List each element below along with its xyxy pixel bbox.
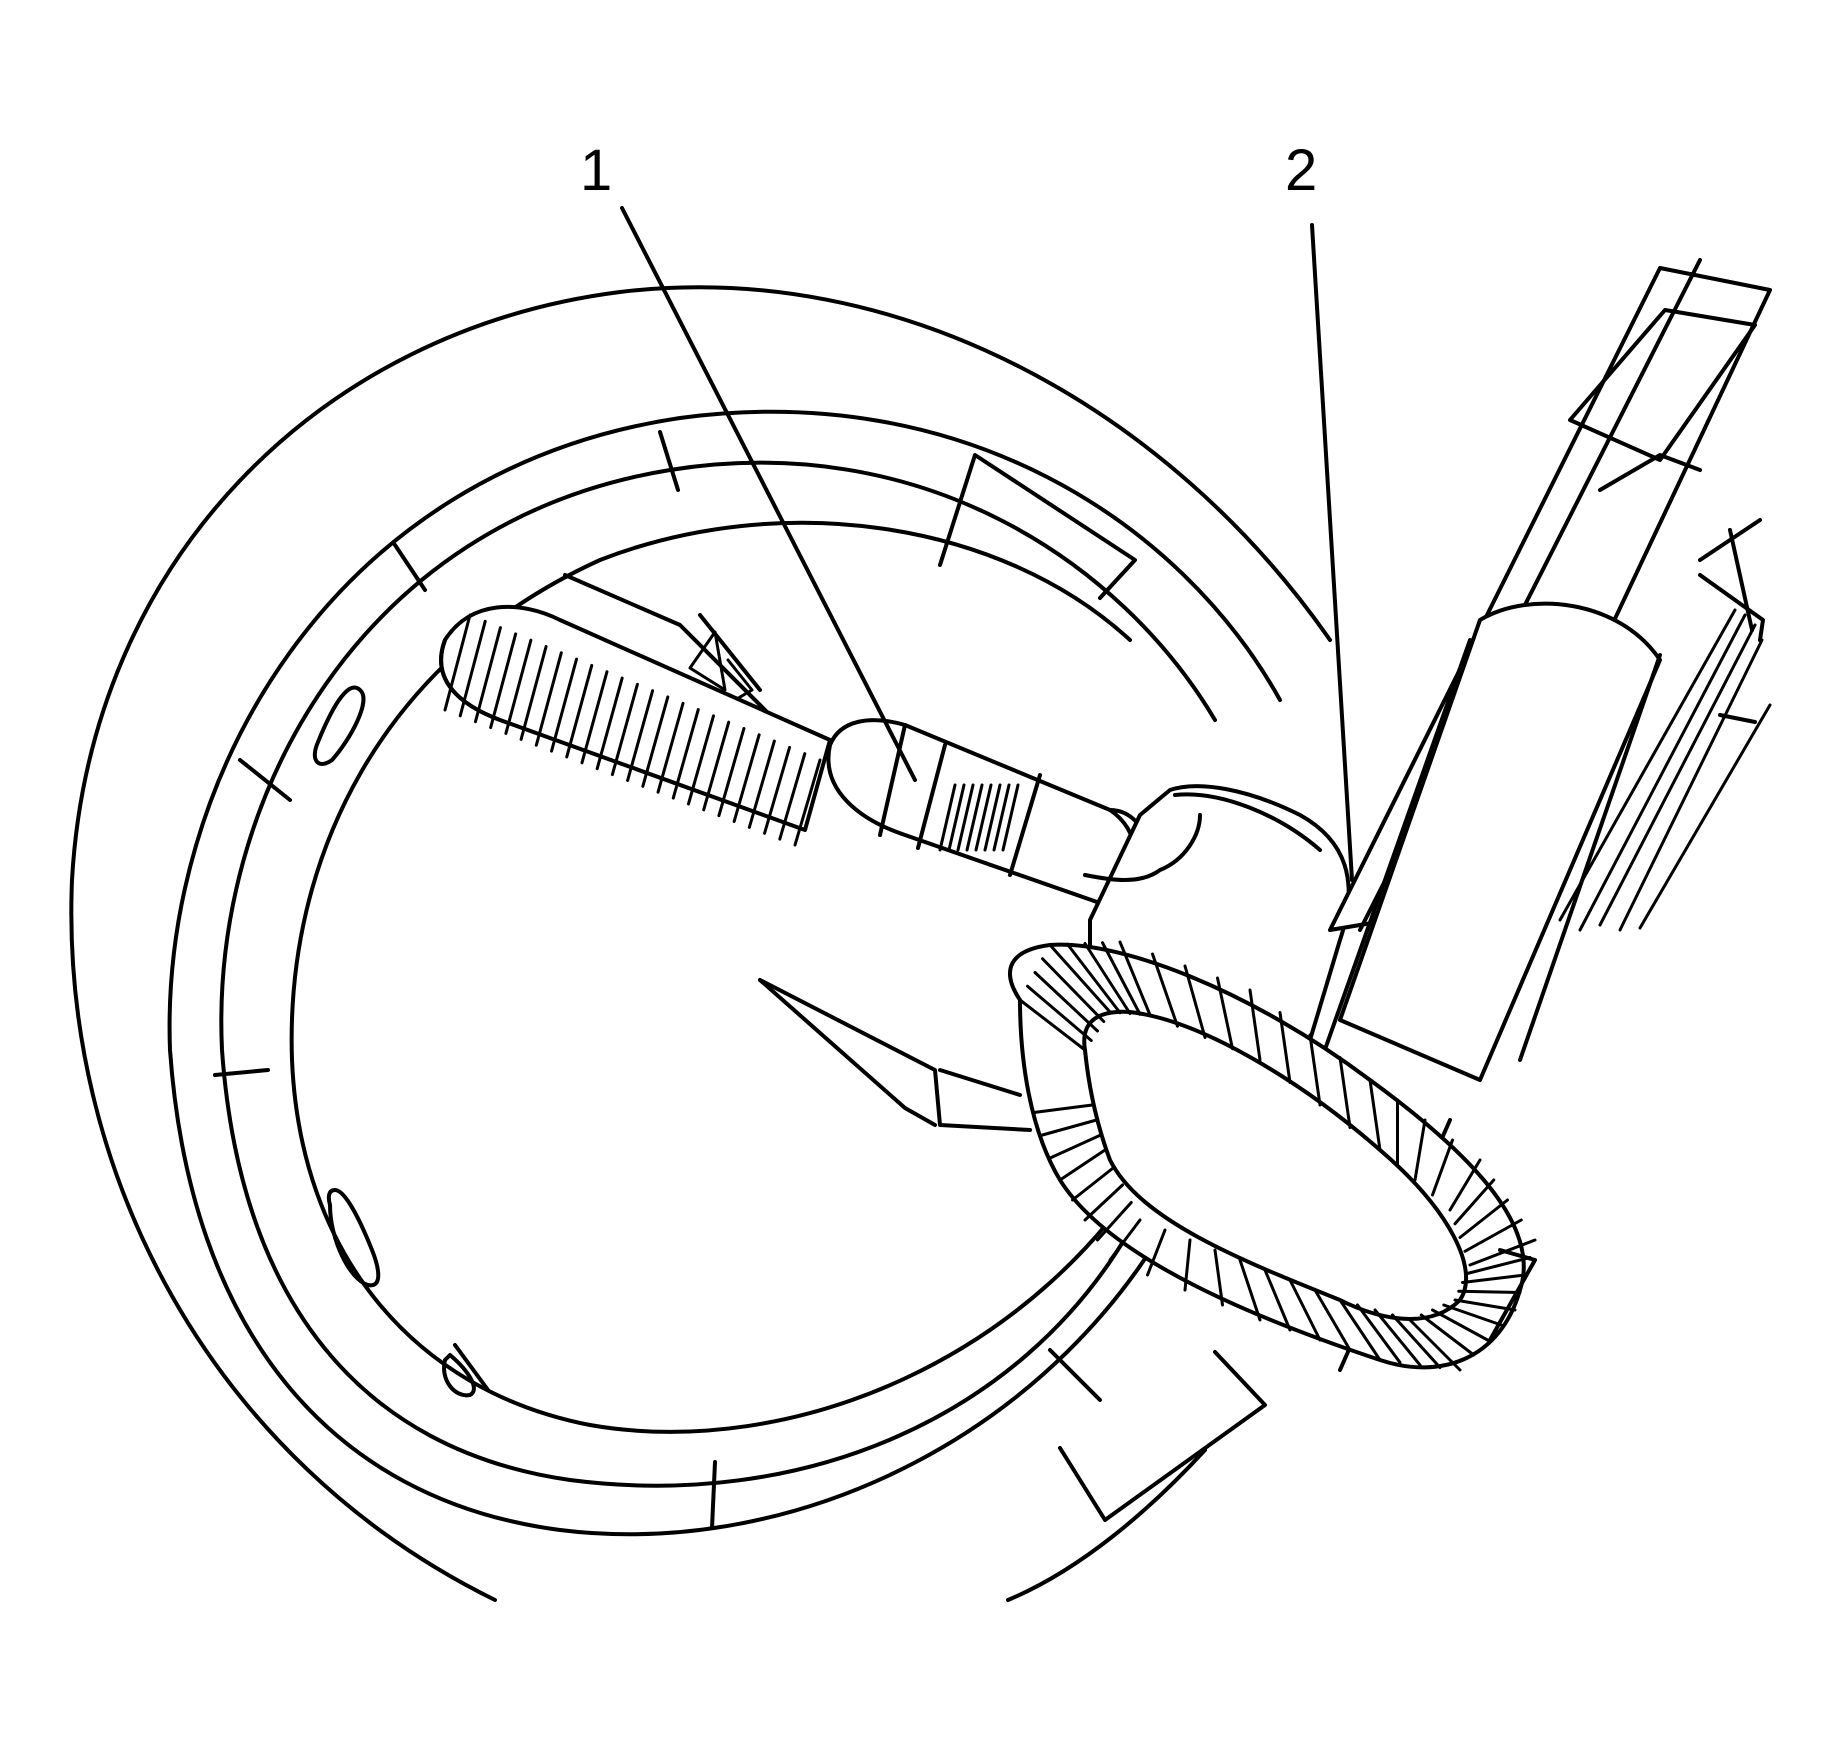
hose-rib: [671, 708, 700, 800]
hose-rib: [778, 752, 807, 841]
thread-line: [965, 783, 984, 852]
hose-rib: [443, 613, 472, 712]
loop-rib: [1391, 1313, 1442, 1369]
loop-rib: [1408, 1318, 1462, 1372]
loop-rib: [1083, 1183, 1124, 1222]
loop-rib: [1096, 1201, 1133, 1242]
loop-rib: [1419, 1313, 1476, 1357]
loop-rib: [1457, 1289, 1522, 1294]
hose-rib: [595, 676, 624, 771]
loop-rib: [1108, 1218, 1142, 1262]
loop-rib: [1338, 1056, 1352, 1129]
callout-label-2: 2: [1285, 138, 1317, 203]
loop-rib: [1248, 988, 1262, 1062]
loop-rib: [1151, 952, 1179, 1028]
module-bracket: [563, 573, 1032, 1132]
hose-rib: [763, 745, 792, 835]
hose-rib: [550, 657, 579, 753]
hose-rib: [686, 714, 715, 806]
thread-line: [974, 783, 993, 852]
loop-rib: [1368, 1078, 1382, 1152]
loop-rib: [1101, 941, 1142, 1016]
hose-rib: [793, 758, 822, 847]
loop-rib: [1183, 1238, 1192, 1292]
loop-rib: [1041, 1118, 1098, 1137]
hose-rib: [504, 638, 533, 735]
thread-line: [938, 783, 957, 852]
loop-rib: [1338, 1298, 1382, 1362]
hose-rib: [534, 651, 563, 747]
loop-rib: [1413, 1118, 1427, 1182]
loop-rib: [1213, 1248, 1224, 1307]
loop-rib: [1453, 1178, 1496, 1226]
loop-rib: [1278, 1011, 1292, 1084]
thread-line: [956, 783, 975, 852]
loop-rib: [1463, 1218, 1523, 1253]
loop-rib: [1458, 1198, 1509, 1239]
hose-rib: [732, 733, 761, 824]
loop-rib: [1048, 943, 1112, 1014]
hose-rib: [702, 720, 731, 812]
loop-rib: [1373, 1308, 1422, 1367]
thread-line: [947, 783, 966, 852]
hose-rib: [747, 739, 776, 829]
loop-rib: [1308, 1033, 1322, 1107]
hose-rib: [473, 626, 502, 724]
thread-line: [992, 783, 1011, 852]
loop-rib: [1083, 942, 1132, 1015]
loop-rib: [1313, 1288, 1352, 1352]
loop-rib: [1041, 957, 1106, 1023]
leader-line-2: [1310, 223, 1354, 882]
loop-rib: [1464, 1256, 1532, 1276]
hose-rib: [610, 682, 639, 777]
hose-rib: [519, 645, 548, 741]
hose-rib: [626, 689, 655, 782]
loop-rib: [1442, 1303, 1503, 1327]
hose-rib: [565, 663, 594, 759]
thread-line: [983, 783, 1002, 852]
loop-rib: [1118, 940, 1152, 1017]
loop-rib: [1018, 998, 1087, 1052]
outer-tank-ring: [69, 285, 1332, 1602]
loop-rib: [1431, 1138, 1454, 1197]
callout-label-1: 1: [580, 138, 612, 203]
loop-rib: [1026, 984, 1093, 1042]
loop-rib: [1033, 971, 1099, 1033]
loop-rib: [1453, 1298, 1517, 1312]
corrugated-hose: [439, 604, 832, 847]
loop-rib: [1431, 1308, 1489, 1342]
hose-rib: [656, 701, 685, 794]
callout-leaders: [620, 206, 1354, 882]
thread-line: [1001, 783, 1020, 852]
loop-rib: [1448, 1158, 1482, 1212]
loop-rib: [1461, 1273, 1527, 1284]
inner-opening: [289, 520, 1167, 1434]
connector-elbow: [1083, 784, 1351, 1042]
leader-line-1: [620, 206, 917, 782]
hose-rib: [489, 632, 518, 730]
hose-rib: [580, 670, 609, 765]
loop-rib: [1066, 942, 1122, 1015]
hose-rib: [717, 726, 746, 818]
loop-rib: [1288, 1278, 1322, 1342]
loop-rib: [1146, 1228, 1167, 1277]
convoluted-loop-hose: [1008, 940, 1537, 1372]
lock-ring: [167, 409, 1282, 1537]
loop-rib: [1058, 1148, 1107, 1182]
loop-rib: [1263, 1268, 1292, 1332]
fuel-line-fitting: [826, 718, 1154, 912]
hose-rib: [641, 695, 670, 788]
loop-rib: [1356, 1303, 1402, 1364]
loop-rib: [1049, 1133, 1103, 1159]
loop-rib: [1071, 1166, 1116, 1202]
loop-rib: [1183, 964, 1207, 1039]
loop-rib: [1216, 976, 1234, 1051]
harness-wires: [1558, 518, 1772, 932]
loop-rib: [1032, 1103, 1094, 1114]
loop-rib: [1238, 1258, 1262, 1322]
